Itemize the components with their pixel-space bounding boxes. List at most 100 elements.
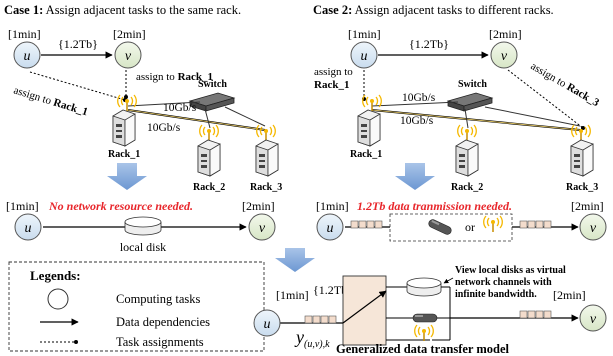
case2-v-time: [2min] — [489, 27, 522, 41]
case2-link-highlight — [371, 109, 581, 131]
case2-result-text: 1.2Tb data tranmission needed. — [357, 199, 512, 213]
case1-assign-v-label: assign to Rack_1 — [136, 71, 213, 83]
model-task-u-label: u — [264, 317, 271, 332]
legend-item-tasks: Computing tasks — [116, 292, 201, 306]
case1-result-task-v-label: v — [259, 221, 266, 236]
case1-rack1-antenna-icon — [116, 94, 138, 112]
legend-item-assignments: Task assignments — [116, 335, 204, 349]
case2-result-task-u — [316, 213, 344, 241]
case1-result-task-v — [248, 213, 276, 241]
case1-result-task-u-label: u — [25, 221, 32, 236]
case1-bw-top: 10Gb/s — [163, 102, 197, 114]
case1-link-rack2 — [204, 108, 211, 129]
case2-rack1-label: Rack_1 — [350, 149, 382, 160]
case1-rack1-server-icon — [112, 109, 136, 147]
model-note-line3: infinite bandwidth. — [455, 289, 537, 300]
legend-title: Legends: — [30, 268, 81, 283]
case2-bw-top: 10Gb/s — [402, 92, 436, 104]
case1-rack2-antenna-icon — [198, 124, 220, 142]
case2-link-rack3 — [484, 106, 581, 127]
model-packets-right — [519, 310, 552, 319]
case1-result-task-u — [14, 213, 42, 241]
case1-v-time: [2min] — [113, 27, 146, 41]
legend-item-dependencies: Data dependencies — [116, 315, 210, 329]
model-v-time: [2min] — [553, 288, 586, 302]
case1-result-u-time: [1min] — [6, 199, 39, 213]
case2-bw-bottom: 10Gb/s — [400, 115, 434, 127]
case2-u-time: [1min] — [348, 27, 381, 41]
case2-result-task-v — [579, 213, 607, 241]
case2-task-u-label: u — [361, 49, 368, 64]
case1-rack3-antenna-icon — [255, 124, 277, 142]
model-task-u — [253, 309, 281, 337]
model-note-line2: network channels with — [455, 277, 552, 288]
case2-rack2-label: Rack_2 — [451, 182, 483, 193]
model-u-time: [1min] — [276, 288, 309, 302]
case1-link-rack1 — [127, 101, 201, 107]
case1-edge-label: {1.2Tb} — [58, 37, 98, 51]
case2-assign-v-label: assign to Rack_3 — [529, 60, 602, 109]
case2-or-label: or — [465, 220, 475, 234]
model-cable-icon — [412, 313, 438, 323]
case1-task-v-label: v — [125, 49, 132, 64]
case2-result-task-v-label: v — [590, 221, 597, 236]
case1-down-arrow — [107, 163, 147, 190]
case2-task-v-label: v — [501, 49, 508, 64]
case2-result-u-time: [1min] — [316, 199, 349, 213]
case1-switch-label: Switch — [198, 79, 227, 90]
case1-rack2-label: Rack_2 — [193, 182, 225, 193]
model-down-arrow — [275, 248, 315, 272]
model-y-symbol: y(u,v),k — [294, 327, 330, 350]
case1-link-rack3 — [224, 106, 266, 127]
model-switch-box — [342, 275, 387, 346]
case2-link-rack1 — [371, 101, 459, 107]
case1-link-highlight — [127, 109, 266, 131]
model-switch-arrow — [342, 290, 387, 324]
model-task-v — [579, 304, 607, 332]
case1-task-u — [13, 41, 41, 69]
case2-rack1-antenna-icon — [361, 94, 383, 112]
case2-title: Case 2: Assign adjacent tasks to differe… — [313, 3, 554, 17]
case2-rack2-server-icon — [455, 139, 479, 177]
case2-edge-label: {1.2Tb} — [409, 37, 449, 51]
model-note-line1: View local disks as virtual — [455, 265, 566, 276]
case2-panel: Case 2: Assign adjacent tasks to differe… — [313, 3, 607, 242]
case1-assign-u-label: assign to Rack_1 — [12, 84, 89, 118]
model-antenna-icon — [413, 324, 435, 342]
model-task-v-label: v — [590, 312, 597, 327]
generalized-model: [1min] {1.2Tb} [2min] u v View local dis… — [253, 248, 607, 356]
case2-down-arrow — [395, 163, 435, 190]
case2-switch-label: Switch — [458, 79, 487, 90]
case2-rack3-label: Rack_3 — [566, 182, 598, 193]
case2-assign-u-rack: Rack_1 — [314, 79, 349, 91]
case2-rack3-server-icon — [570, 139, 594, 177]
case1-u-time: [1min] — [8, 27, 41, 41]
case2-channel-box — [389, 213, 513, 242]
case2-rack3-antenna-icon — [570, 124, 592, 142]
case2-task-v — [490, 41, 518, 69]
case1-task-u-label: u — [24, 49, 31, 64]
case1-task-v — [114, 41, 142, 69]
legend: Legends: Computing tasks Data dependenci… — [8, 261, 265, 352]
case1-title: Case 1: Assign adjacent tasks to the sam… — [4, 3, 241, 17]
case2-rack2-antenna-icon — [456, 124, 478, 142]
case1-result-text: No network resource needed. — [48, 199, 193, 213]
model-disk-icon — [406, 277, 442, 297]
case1-result-v-time: [2min] — [242, 199, 275, 213]
case1-rack1-label: Rack_1 — [108, 149, 140, 160]
case1-panel: Case 1: Assign adjacent tasks to the sam… — [4, 3, 282, 254]
case1-rack2-server-icon — [197, 139, 221, 177]
case2-assign-u-line1: assign to — [314, 66, 353, 78]
model-packets-left — [304, 315, 337, 324]
case2-result-v-time: [2min] — [571, 199, 604, 213]
case1-rack3-server-icon — [255, 139, 279, 177]
case2-task-u — [350, 41, 378, 69]
case1-bw-bottom: 10Gb/s — [147, 122, 181, 134]
local-disk-icon — [124, 216, 162, 236]
case1-disk-label: local disk — [120, 240, 166, 254]
case2-link-rack2 — [464, 108, 469, 129]
case1-assign-u-line — [29, 71, 127, 102]
legend-task-symbol — [47, 288, 69, 310]
case1-rack3-label: Rack_3 — [250, 182, 282, 193]
